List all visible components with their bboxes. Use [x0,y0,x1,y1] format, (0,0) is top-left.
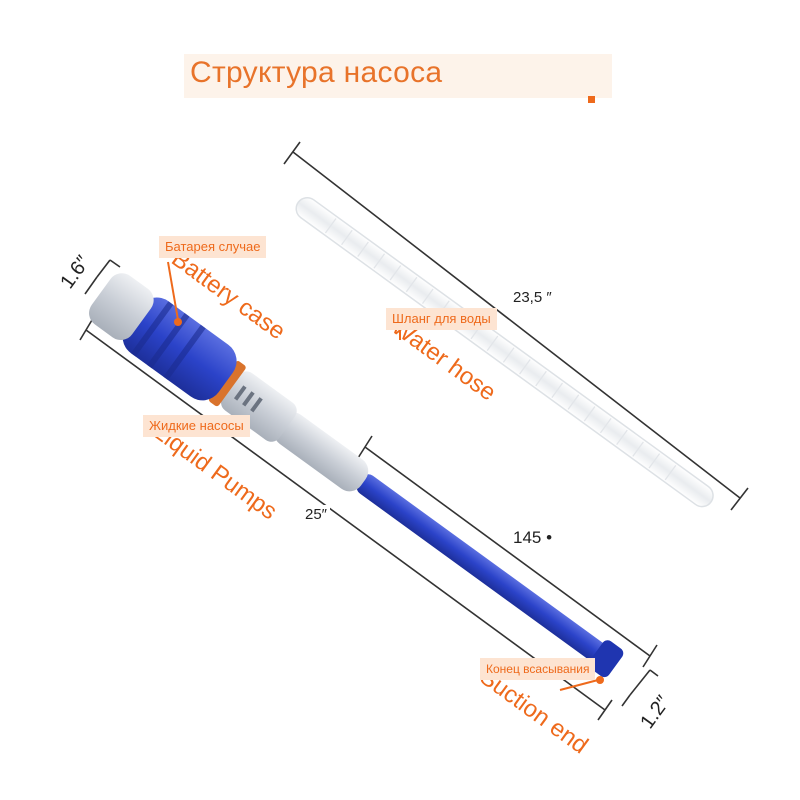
tube-dimension-line [357,435,658,668]
battery-case-label: Батарея случае [159,236,267,258]
suction-pointer-dot [596,676,604,684]
page-title: Структура насоса [190,56,443,89]
case-width-value: 1.6″ [56,252,94,293]
water-hose-label: Шланг для воды [386,308,497,330]
end-width-dimension [621,669,659,707]
hose-dimension-line [283,141,749,511]
case-width-dimension [84,259,121,295]
pump-dimension-line [79,319,613,721]
tube-length-value: 145 • [510,528,556,548]
suction-end-label: Конец всасывания [480,658,596,680]
pump-length-value: 25″ [302,505,330,525]
title-background [184,54,612,98]
pump-illustration [89,273,624,678]
hose-length-value: 23,5 ″ [510,288,555,308]
end-width-value: 1.2″ [636,692,674,733]
title-accent-dot [588,96,595,103]
liquid-pumps-label: Жидкие насосы [143,415,250,437]
battery-pointer-dot [174,318,182,326]
